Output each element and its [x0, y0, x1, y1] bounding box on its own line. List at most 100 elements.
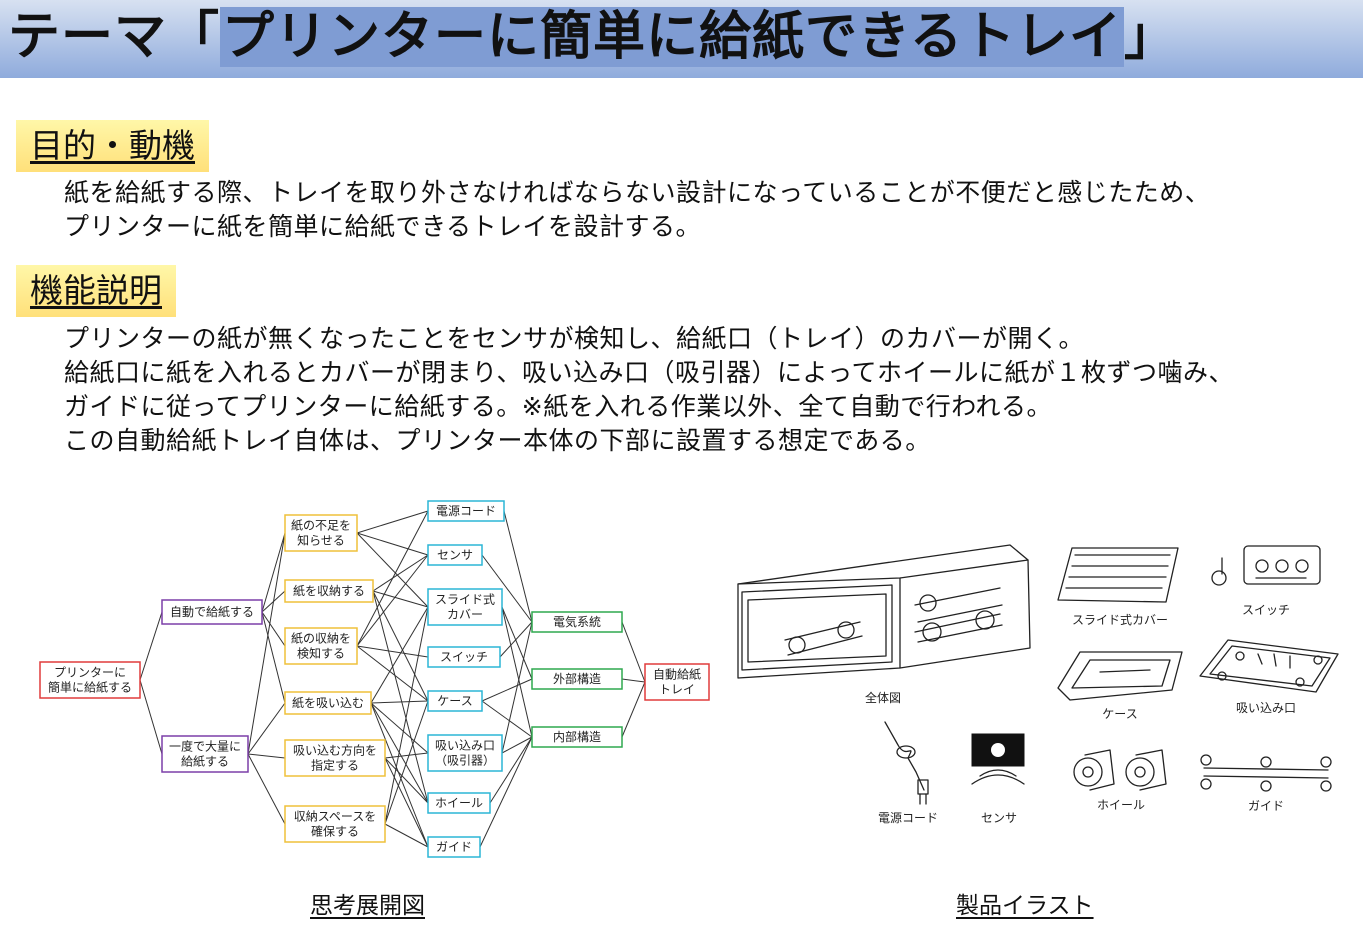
mindmap-node-text: スライド式: [435, 593, 495, 607]
mindmap-node-text: 収納スペースを: [294, 810, 377, 824]
mindmap-node-text: トレイ: [659, 683, 695, 697]
function-line: 給紙口に紙を入れるとカバーが閉まり、吸い込み口（吸引器）によってホイールに紙が１…: [64, 358, 1235, 387]
mindmap-edge: [481, 678, 533, 702]
mindmap-node-text: 外部構造: [553, 671, 601, 686]
mindmap-edge: [356, 510, 429, 534]
mindmap-edge: [370, 700, 429, 704]
title-highlight: プリンターに簡単に給紙できるトレイ: [220, 7, 1124, 67]
mindmap-edge: [501, 606, 533, 738]
mindmap-node-text: 確保する: [311, 824, 359, 839]
mindmap-edge: [356, 532, 429, 608]
mindmap-node-text: 内部構造: [553, 729, 601, 744]
purpose-heading: 目的・動機: [16, 120, 209, 172]
mindmap-edge: [481, 554, 533, 623]
case-sketch: [1057, 651, 1183, 701]
mindmap-node-s-2: 内部構造: [531, 726, 623, 748]
function-line: プリンターの紙が無くなったことをセンサが検知し、給紙口（トレイ）のカバーが開く。: [64, 324, 1085, 353]
mindmap-node-text: カバー: [447, 608, 483, 622]
purpose-line: プリンターに紙を簡単に給紙できるトレイを設計する。: [64, 212, 702, 241]
overall-sketch: [737, 544, 1031, 679]
mindmap-edge: [621, 678, 646, 683]
power-cord-label: 電源コード: [878, 811, 938, 825]
mindmap-node-p-4: ケース: [427, 690, 483, 712]
mindmap-caption: 思考展開図: [310, 893, 425, 919]
function-heading: 機能説明: [16, 265, 176, 317]
mindmap-edge: [261, 611, 286, 704]
mindmap-edge: [356, 554, 429, 647]
mindmap-node-text: 吸い込む方向を: [293, 743, 377, 758]
function-line: この自動給紙トレイ自体は、プリンター本体の下部に設置する想定である。: [64, 426, 931, 455]
mindmap-edge: [139, 611, 163, 681]
mindmap-edge: [501, 736, 533, 754]
power-cord-sketch: [884, 721, 929, 805]
mindmap-edge: [384, 752, 429, 759]
mindmap-node-text: センサ: [437, 548, 473, 562]
mindmap-edge: [384, 757, 429, 848]
mindmap-node-p-1: センサ: [427, 544, 483, 566]
mindmap-node-goal: 自動給紙トレイ: [644, 663, 710, 701]
mindmap-node-p-6: ホイール: [427, 792, 491, 814]
wheel-sketch: [1073, 749, 1167, 791]
mindmap-edge: [139, 679, 163, 755]
mindmap-edge: [247, 702, 286, 755]
switch-sketch: [1211, 545, 1321, 586]
mindmap-node-s-1: 外部構造: [531, 668, 623, 690]
illustration-caption: 製品イラスト: [956, 893, 1094, 919]
mindmap-node-text: （吸引器）: [435, 754, 495, 768]
mindmap-edge: [372, 590, 429, 608]
mindmap-edge: [261, 611, 286, 647]
mindmap-edge: [621, 681, 646, 738]
page-title: テーマ「プリンターに簡単に給紙できるトレイ」: [8, 4, 1177, 70]
slide-cover-label: スライド式カバー: [1072, 613, 1168, 627]
mindmap-edge: [261, 532, 286, 613]
mindmap-node-p-3: スイッチ: [427, 646, 501, 668]
mindmap-node-p-0: 電源コード: [427, 500, 505, 522]
title-suffix: 」: [1123, 7, 1177, 67]
mindmap-node-text: 自動で給紙する: [170, 604, 254, 619]
mindmap-node-text: 指定する: [311, 758, 359, 773]
mindmap-node-text: 電源コード: [436, 504, 496, 518]
inlet-sketch: [1199, 639, 1339, 693]
mindmap-edge: [356, 645, 429, 658]
mindmap-node-p-2: スライド式カバー: [427, 588, 503, 626]
mindmap-edge: [247, 753, 286, 759]
mindmap-node-text: プリンターに: [54, 666, 126, 680]
overall-label: 全体図: [865, 690, 901, 705]
mindmap-edge: [372, 590, 429, 702]
mindmap-edge: [370, 702, 429, 754]
sensor-label: センサ: [981, 811, 1017, 825]
mindmap-edge: [501, 621, 533, 754]
mindmap-edge: [370, 702, 429, 848]
mindmap-node-text: ガイド: [436, 840, 472, 854]
mindmap-node-text: 検知する: [297, 647, 345, 661]
title-prefix: テーマ「: [8, 7, 221, 67]
case-label: ケース: [1102, 707, 1137, 721]
mindmap-edge: [481, 700, 533, 738]
slide-cover-sketch: [1057, 547, 1179, 603]
mindmap-edge: [356, 510, 429, 647]
mindmap-node-p-7: ガイド: [427, 836, 481, 858]
mindmap-edge: [356, 645, 429, 702]
mindmap-edge: [503, 510, 533, 623]
mindmap-node-l2-3: 紙を吸い込む: [284, 691, 372, 715]
mindmap-node-text: 一度で大量に: [169, 739, 241, 754]
mindmap-node-text: スイッチ: [440, 650, 488, 664]
mindmap-nodes: プリンターに簡単に給紙する自動で給紙する一度で大量に給紙する紙の不足を知らせる紙…: [39, 500, 710, 858]
switch-label: スイッチ: [1242, 603, 1290, 617]
mindmap-edge: [247, 753, 286, 825]
mindmap-node-text: 自動給紙: [653, 667, 701, 682]
mindmap-node-text: 紙の収納を: [291, 631, 351, 646]
guide-label: ガイド: [1248, 799, 1284, 813]
mindmap-node-text: 知らせる: [297, 534, 345, 548]
guide-sketch: [1200, 754, 1332, 792]
mindmap-node-text: ホイール: [435, 796, 483, 810]
mindmap-node-text: 紙を収納する: [293, 583, 365, 598]
mindmap-node-l2-1: 紙を収納する: [284, 579, 374, 603]
mindmap-node-text: 電気系統: [553, 614, 601, 629]
mindmap-node-text: 吸い込み口: [435, 739, 495, 753]
